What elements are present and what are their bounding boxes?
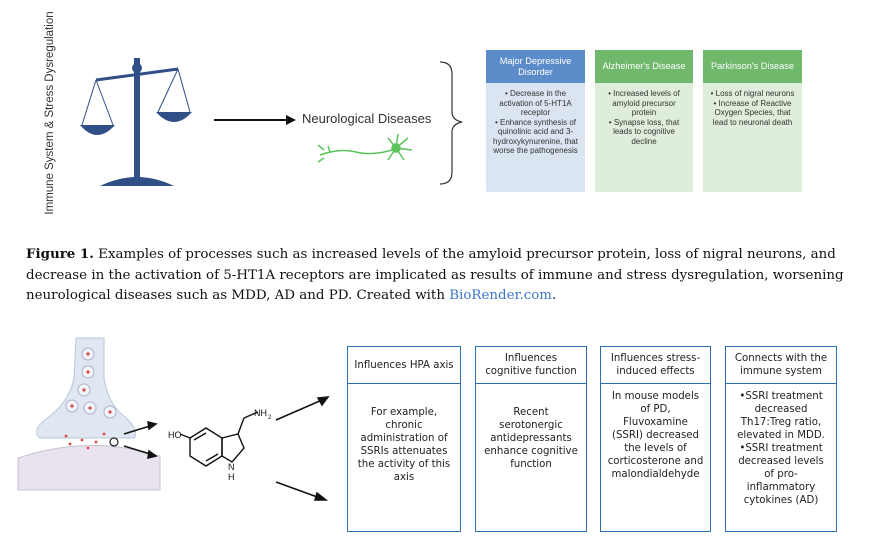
serotonin-molecule-icon <box>179 411 259 467</box>
caption-text: Examples of processes such as increased … <box>26 247 844 303</box>
caption-label: Figure 1. <box>26 246 94 262</box>
box-header: Influences stress-induced effects <box>601 347 710 384</box>
brace-icon <box>439 61 463 185</box>
pd-card: Parkinson's Disease • Loss of nigral neu… <box>703 50 802 192</box>
card-item: • Increase of Reactive Oxygen Species, t… <box>712 98 793 127</box>
card-item: • Decrease in the activation of 5-HT1A r… <box>499 89 572 117</box>
card-title: Parkinson's Disease <box>703 50 802 83</box>
caption-end: . <box>551 288 557 303</box>
neuron-icon <box>317 133 413 163</box>
h-label: H <box>228 472 235 482</box>
box-text: For example, chronic administration of S… <box>357 407 451 483</box>
cognitive-function-box: Influences cognitive function Recent ser… <box>475 346 587 532</box>
n-label: N <box>228 462 235 472</box>
arrow-icon <box>123 396 330 501</box>
immune-system-box: Connects with the immune system •SSRI tr… <box>725 346 837 532</box>
box-text: In mouse models of PD, Fluvoxamine (SSRI… <box>607 391 704 480</box>
figure1-graphics <box>80 58 463 186</box>
caption-link[interactable]: BioRender.com <box>449 288 552 303</box>
hpa-axis-box: Influences HPA axis For example, chronic… <box>347 346 461 532</box>
nh2-subscript: 2 <box>268 415 272 421</box>
box-header: Influences cognitive function <box>476 347 586 384</box>
card-item: • Increased levels of amyloid precursor … <box>608 89 680 117</box>
figure2-graphics: NH 2 HO N H <box>17 337 330 501</box>
neurological-diseases-label: Neurological Diseases <box>302 111 432 126</box>
box-text: •SSRI treatment decreased Th17:Treg rati… <box>737 391 825 441</box>
ho-label: HO <box>168 430 182 440</box>
mdd-card: Major Depressive Disorder • Decrease in … <box>486 50 585 192</box>
card-item: • Synapse loss, that leads to cognitive … <box>608 117 680 146</box>
box-text: Recent serotonergic antidepressants enha… <box>484 407 578 470</box>
card-item: • Loss of nigral neurons <box>710 89 795 98</box>
synapse-icon <box>17 337 161 491</box>
ad-card: Alzheimer's Disease • Increased levels o… <box>595 50 693 192</box>
right-arrow-icon <box>214 115 296 125</box>
card-item: • Enhance synthesis of quinolinic acid a… <box>493 117 578 156</box>
card-title: Major Depressive Disorder <box>486 50 585 83</box>
box-text: •SSRI treatment decreased levels of pro-… <box>738 443 824 506</box>
balance-scale-icon <box>80 58 192 186</box>
nh2-label: NH <box>254 408 267 418</box>
box-header: Connects with the immune system <box>726 347 836 384</box>
figure-caption: Figure 1. Examples of processes such as … <box>26 244 866 307</box>
stress-effects-box: Influences stress-induced effects In mou… <box>600 346 711 532</box>
box-header: Influences HPA axis <box>348 347 460 384</box>
card-title: Alzheimer's Disease <box>595 50 693 83</box>
